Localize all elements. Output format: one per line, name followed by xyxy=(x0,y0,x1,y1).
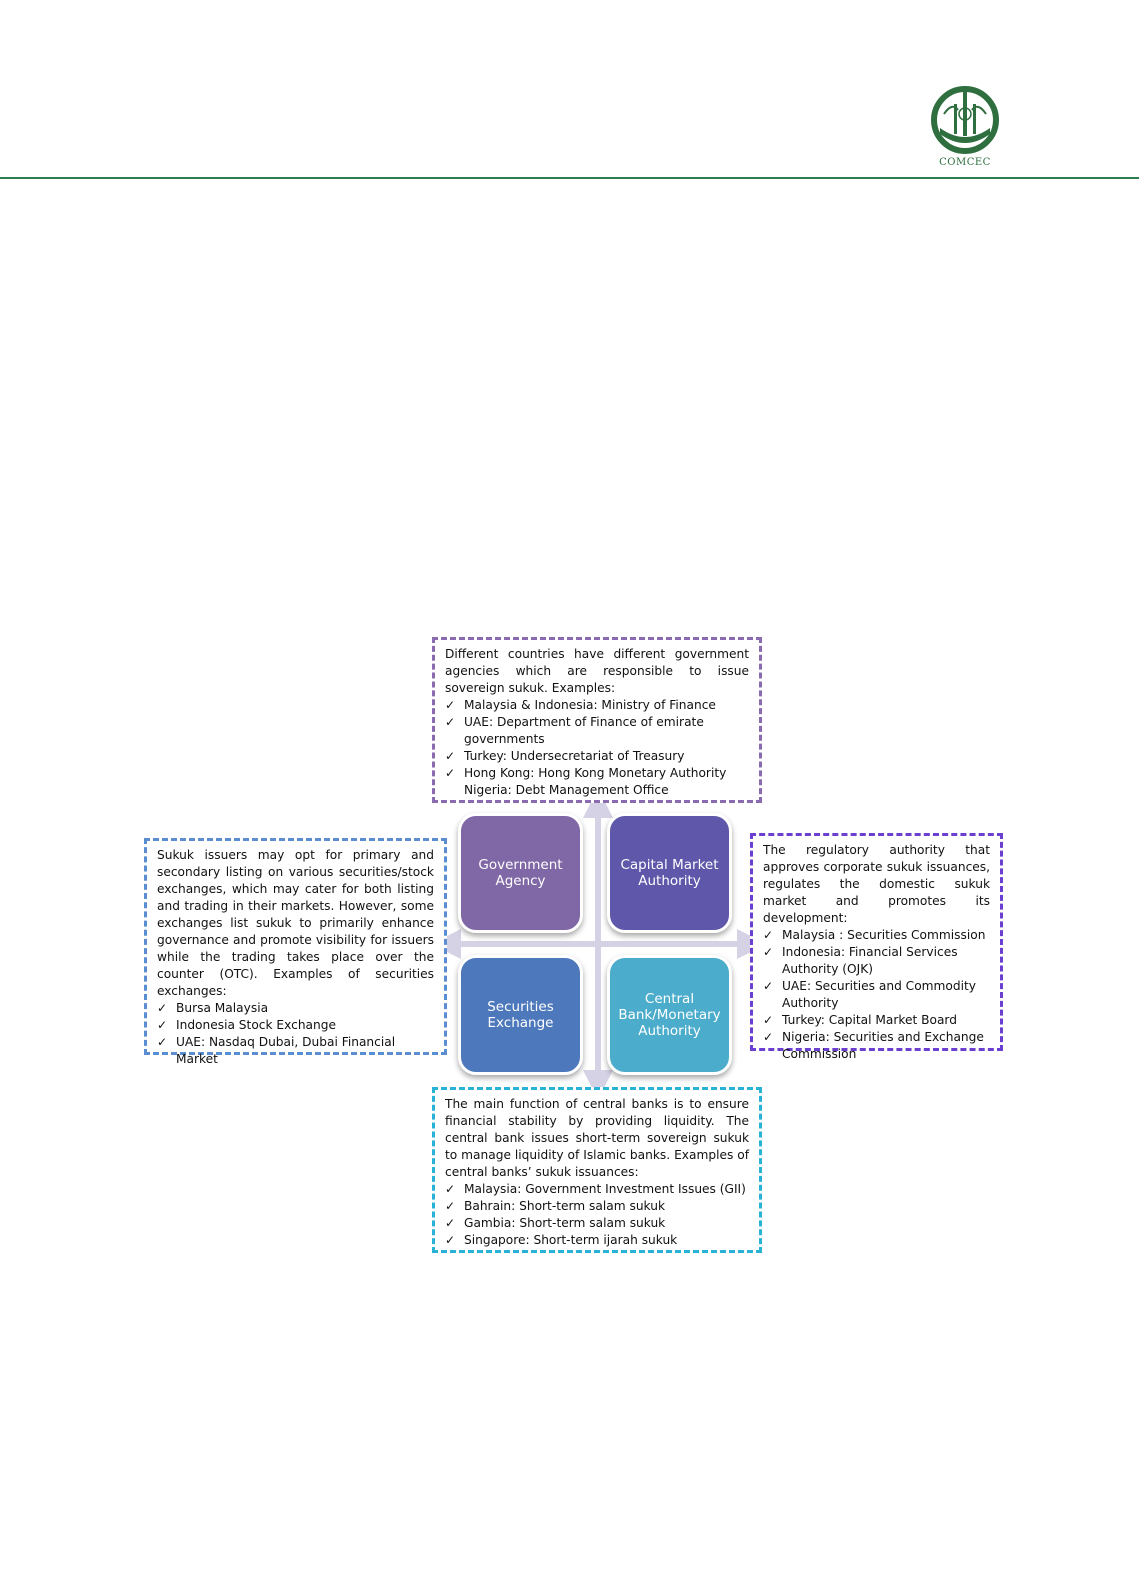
list-item: Turkey: Capital Market Board xyxy=(763,1012,990,1029)
list-item: UAE: Nasdaq Dubai, Dubai Financial Marke… xyxy=(157,1034,434,1068)
list-item: Indonesia: Financial Services Authority … xyxy=(763,944,990,978)
left-box-list: Bursa Malaysia Indonesia Stock Exchange … xyxy=(157,1000,434,1068)
bottom-box-intro: The main function of central banks is to… xyxy=(445,1097,749,1179)
list-item: Malaysia: Government Investment Issues (… xyxy=(445,1181,749,1198)
securities-exchange-label: Securities Exchange xyxy=(487,999,554,1031)
capital-market-authority-description-box: The regulatory authority that approves c… xyxy=(750,833,1003,1061)
capital-market-authority-block: Capital Market Authority xyxy=(607,813,732,933)
left-box-intro: Sukuk issuers may opt for primary and se… xyxy=(157,848,434,998)
right-box-intro: The regulatory authority that approves c… xyxy=(763,843,990,925)
securities-exchange-description-box: Sukuk issuers may opt for primary and se… xyxy=(144,838,447,1066)
right-box-list: Malaysia : Securities Commission Indones… xyxy=(763,927,990,1063)
list-item: Turkey: Undersecretariat of Treasury xyxy=(445,748,749,765)
list-item: Malaysia & Indonesia: Ministry of Financ… xyxy=(445,697,749,714)
government-agency-block: Government Agency xyxy=(458,813,583,933)
list-item: Nigeria: Securities and Exchange Commiss… xyxy=(763,1029,990,1063)
top-box-list: Malaysia & Indonesia: Ministry of Financ… xyxy=(445,697,749,799)
list-item: Hong Kong: Hong Kong Monetary Authority xyxy=(445,765,749,782)
list-item: Bursa Malaysia xyxy=(157,1000,434,1017)
government-agency-description-box: Different countries have different gover… xyxy=(432,637,762,803)
list-item: Gambia: Short-term salam sukuk xyxy=(445,1215,749,1232)
list-item: UAE: Securities and Commodity Authority xyxy=(763,978,990,1012)
list-item: UAE: Department of Finance of emirate go… xyxy=(445,714,749,748)
top-box-intro: Different countries have different gover… xyxy=(445,647,749,695)
list-item: Malaysia : Securities Commission xyxy=(763,927,990,944)
capital-market-authority-label: Capital Market Authority xyxy=(620,857,719,889)
central-bank-block: Central Bank/Monetary Authority xyxy=(607,955,732,1075)
securities-exchange-block: Securities Exchange xyxy=(458,955,583,1075)
logo-text: COMCEC xyxy=(939,157,991,168)
list-item: Indonesia Stock Exchange xyxy=(157,1017,434,1034)
header-rule xyxy=(0,177,1139,179)
bottom-box-list: Malaysia: Government Investment Issues (… xyxy=(445,1181,749,1249)
central-bank-description-box: The main function of central banks is to… xyxy=(432,1087,762,1253)
government-agency-label: Government Agency xyxy=(478,857,563,889)
list-item: Nigeria: Debt Management Office xyxy=(464,783,669,797)
list-item: Singapore: Short-term ijarah sukuk xyxy=(445,1232,749,1249)
list-item: Bahrain: Short-term salam sukuk xyxy=(445,1198,749,1215)
comcec-logo xyxy=(930,84,1000,156)
central-bank-label: Central Bank/Monetary Authority xyxy=(618,991,721,1039)
